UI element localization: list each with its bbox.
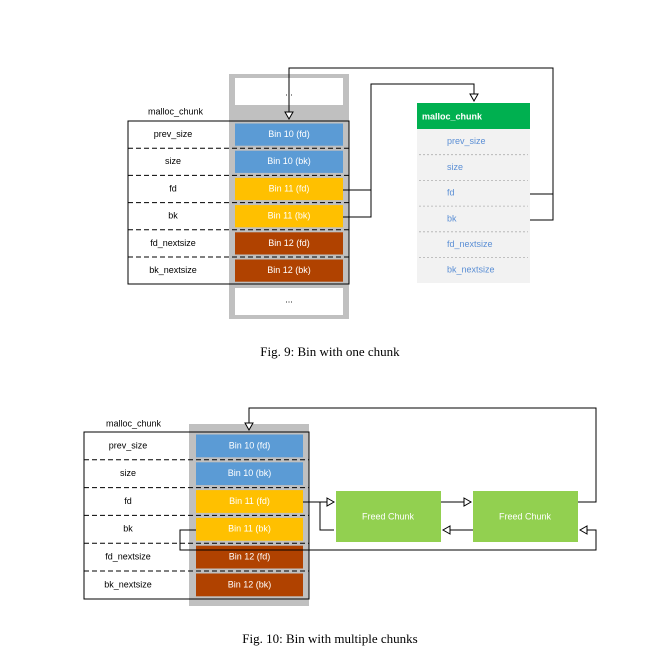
fig9-bin-label: Bin 11 (fd) — [269, 183, 310, 193]
fig10-arrow-bin-bk-branch — [319, 502, 334, 531]
fig10-field-size: size — [120, 468, 136, 478]
fig10-field-prev-size: prev_size — [109, 440, 148, 450]
fig9-bin-label: Bin 10 (fd) — [268, 129, 310, 139]
fig9-bin-slot — [235, 205, 343, 228]
fig10-arrow-bk-loop — [179, 525, 597, 551]
fig10-bin-label: Bin 12 (fd) — [229, 551, 271, 561]
figure-9: ... ... malloc_chunk prev_sizesizefdbkfd… — [127, 67, 554, 359]
fig9-arrow-fd-loop — [284, 67, 554, 195]
freed-chunk-1 — [336, 491, 441, 542]
freed-chunk-1-label: Freed Chunk — [362, 511, 415, 521]
fig9-chunk-title: malloc_chunk — [422, 111, 483, 121]
fig9-bin-slot — [235, 232, 343, 255]
fig9-chunk-box — [417, 103, 530, 283]
fig9-chunk-field-fd: fd — [447, 188, 455, 198]
fig9-chunk-field-bk-nextsize: bk_nextsize — [447, 265, 495, 275]
fig10-field-bk: bk — [123, 524, 133, 534]
fig10-bin-slot — [196, 573, 303, 597]
fig9-bin-label: Bin 12 (bk) — [267, 265, 311, 275]
fig9-field-fd-nextsize: fd_nextsize — [150, 238, 196, 248]
fig9-bin-slot — [235, 177, 343, 201]
fig10-field-fd: fd — [124, 496, 132, 506]
fig9-field-bk-nextsize: bk_nextsize — [149, 265, 197, 275]
fig10-bin-slot — [196, 545, 303, 569]
fig9-arrow-bin-bk — [343, 190, 372, 218]
fig10-struct-title: malloc_chunk — [106, 418, 162, 428]
fig9-chunk-field-bk: bk — [447, 213, 457, 223]
fig9-bin-slot — [235, 259, 343, 282]
fig9-bin-slot — [235, 150, 343, 173]
fig9-chunk-header — [417, 103, 530, 129]
freed-chunk-2-label: Freed Chunk — [499, 511, 552, 521]
fig9-bin-label: Bin 12 (fd) — [268, 238, 310, 248]
fig10-arrow-fd-loop — [244, 407, 597, 503]
fig10-field-bk-nextsize: bk_nextsize — [104, 579, 152, 589]
fig9-chunk-field-fd-nextsize: fd_nextsize — [447, 239, 493, 249]
fig10-bin-label: Bin 11 (bk) — [228, 524, 271, 534]
fig9-field-fd: fd — [169, 183, 177, 193]
fig9-field-bk: bk — [168, 211, 178, 221]
fig10-bin-label: Bin 11 (fd) — [229, 496, 270, 506]
fig9-struct-title: malloc_chunk — [148, 106, 204, 116]
fig9-field-size: size — [165, 156, 181, 166]
fig10-bin-slot — [196, 462, 303, 486]
fig9-bottom-slot — [235, 288, 343, 315]
fig10-field-fd-nextsize: fd_nextsize — [105, 551, 151, 561]
fig10-bin-label: Bin 12 (bk) — [228, 579, 272, 589]
fig10-bin-slot — [196, 490, 303, 513]
fig9-bin-label: Bin 11 (bk) — [268, 211, 311, 221]
fig10-bin-label: Bin 10 (fd) — [229, 440, 271, 450]
freed-chunk-2 — [473, 491, 578, 542]
fig9-chunk-field-size: size — [447, 162, 463, 172]
fig10-bin-label: Bin 10 (bk) — [228, 468, 272, 478]
fig10-caption: Fig. 10: Bin with multiple chunks — [242, 631, 418, 646]
fig9-arrow-bk-link — [530, 194, 554, 221]
fig9-ellipsis-bottom: ... — [285, 294, 293, 304]
fig9-bin-label: Bin 10 (bk) — [267, 156, 311, 166]
fig10-bin-slot — [196, 517, 303, 541]
fig9-caption: Fig. 9: Bin with one chunk — [260, 344, 400, 359]
fig9-arrow-bin-fd — [343, 83, 479, 191]
fig10-bin-slot — [196, 434, 303, 458]
fig9-field-prev-size: prev_size — [154, 129, 193, 139]
fig9-chunk-field-prev-size: prev_size — [447, 136, 486, 146]
fig9-bin-slot — [235, 123, 343, 146]
